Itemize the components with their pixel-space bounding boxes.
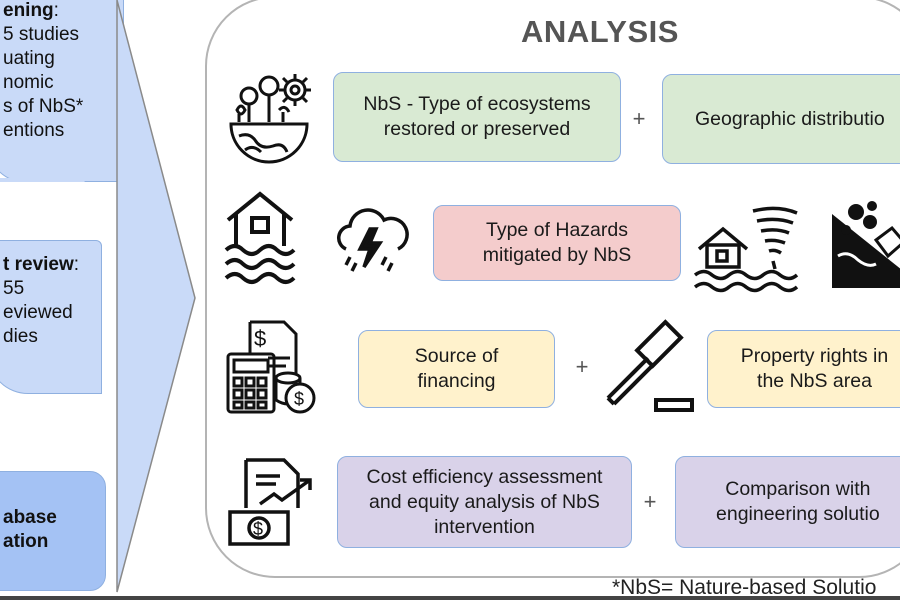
step-line: eviewed: [3, 302, 73, 323]
geographic-distribution-box: Geographic distributio: [662, 74, 900, 164]
step-title: ening:: [3, 0, 59, 21]
flooded-house-icon: [224, 191, 296, 284]
step-title: ation: [3, 531, 49, 552]
step-line: 5 studies: [3, 24, 80, 45]
box-line: Geographic distributio: [695, 107, 885, 130]
cost-report-icon: $: [228, 458, 312, 546]
box-line: mitigated by NbS: [482, 244, 632, 266]
left-step-full-text-review: t review: 55 eviewed dies: [0, 240, 102, 394]
footnote: *NbS= Nature-based Solutio: [612, 576, 877, 599]
box-line: Type of Hazards: [486, 219, 628, 241]
svg-text:$: $: [294, 389, 304, 409]
step-line: uating: [3, 48, 55, 69]
step-line: entions: [3, 120, 65, 141]
left-step-database-creation: abase ation: [0, 471, 106, 591]
storm-cloud-icon: [337, 208, 409, 272]
svg-text:$: $: [253, 519, 263, 539]
box-line: financing: [417, 370, 496, 392]
financial-document-calculator-icon: $ $: [226, 320, 316, 414]
ecosystem-type-box: NbS - Type of ecosystems restored or pre…: [333, 72, 621, 162]
svg-text:$: $: [254, 326, 266, 351]
plus-connector: +: [643, 489, 657, 514]
analysis-title: ANALYSIS: [521, 14, 679, 49]
box-line: Property rights in: [740, 345, 889, 367]
plus-connector: +: [575, 354, 589, 379]
step-title: t review:: [3, 254, 80, 275]
step-title: abase: [3, 507, 57, 528]
engineering-comparison-box: Comparison with engineering solutio: [675, 456, 900, 548]
box-line: engineering solutio: [716, 503, 880, 525]
gavel-icon: [606, 319, 694, 412]
left-step-screening: ening: 5 studies uating nomic s of NbS* …: [0, 0, 124, 182]
ecosystem-globe-icon: [229, 75, 309, 164]
house-tornado-flood-icon: [693, 206, 799, 293]
box-line: intervention: [434, 515, 535, 538]
box-line: restored or preserved: [383, 118, 571, 140]
gear-icon: [279, 74, 311, 106]
box-line: Comparison with: [725, 478, 871, 500]
step-line: s of NbS*: [3, 96, 84, 117]
bottom-edge: [0, 596, 900, 600]
plus-connector: +: [632, 106, 646, 131]
flow-chevron-arrow: [116, 0, 196, 593]
box-line: Source of: [414, 345, 499, 367]
landslide-icon: [832, 201, 900, 288]
step-arrow-tip: [0, 150, 122, 182]
step-line: 55: [3, 278, 25, 299]
property-rights-box: Property rights in the NbS area: [707, 330, 900, 408]
cost-efficiency-box: Cost efficiency assessment and equity an…: [337, 456, 632, 548]
step-line: dies: [3, 326, 38, 347]
hazards-box: Type of Hazards mitigated by NbS: [433, 205, 681, 281]
box-line: the NbS area: [757, 370, 872, 392]
box-line: Cost efficiency assessment: [366, 465, 603, 488]
source-of-financing-box: Source of financing: [358, 330, 555, 408]
step-line: nomic: [3, 72, 54, 93]
box-line: NbS - Type of ecosystems: [363, 93, 591, 115]
box-line: and equity analysis of NbS: [369, 490, 600, 513]
